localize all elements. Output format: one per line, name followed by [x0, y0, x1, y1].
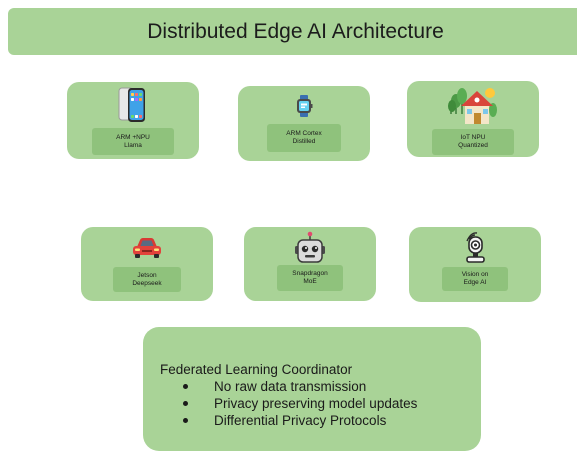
smartphone-icon — [116, 86, 150, 124]
device-label-line1: Jetson — [137, 271, 157, 279]
device-label: Jetson Deepseek — [113, 267, 181, 292]
device-label: ARM Cortex Distilled — [267, 124, 341, 152]
device-card-smartwatch: ARM Cortex Distilled — [238, 86, 370, 161]
diagram-title: Distributed Edge AI Architecture — [147, 19, 444, 43]
coordinator-heading: Federated Learning Coordinator — [160, 362, 353, 377]
device-label-line2: Deepseek — [132, 279, 162, 287]
smartwatch-icon — [295, 95, 313, 117]
coordinator-bullet: No raw data transmission — [180, 378, 481, 395]
device-label: IoT NPU Quantized — [432, 129, 514, 155]
federated-learning-coordinator: Federated Learning Coordinator No raw da… — [143, 327, 481, 451]
robot-icon — [294, 231, 326, 265]
title-banner: Distributed Edge AI Architecture — [8, 8, 577, 55]
device-card-car: Jetson Deepseek — [81, 227, 213, 301]
device-card-robot: Snapdragon MoE — [244, 227, 376, 301]
device-label-line2: Llama — [124, 141, 142, 149]
car-icon — [131, 237, 163, 259]
device-label-line1: ARM +NPU — [116, 133, 150, 141]
device-label-line1: ARM Cortex — [286, 130, 322, 137]
device-label: ARM +NPU Llama — [92, 128, 174, 155]
coordinator-bullet-list: No raw data transmission Privacy preserv… — [160, 378, 481, 429]
device-label-line1: Snapdragon — [292, 270, 328, 277]
device-label-line1: IoT NPU — [460, 134, 486, 141]
device-label: Vision on Edge AI — [442, 267, 508, 291]
device-label-line2: Quantized — [458, 142, 488, 149]
smart-home-icon — [448, 84, 498, 126]
device-label-line2: Distilled — [292, 138, 316, 145]
device-card-smart-home: IoT NPU Quantized — [407, 81, 539, 157]
device-label-line2: MoE — [303, 278, 317, 285]
security-camera-icon — [462, 232, 488, 264]
coordinator-bullet: Differential Privacy Protocols — [180, 412, 481, 429]
device-card-smartphone: ARM +NPU Llama — [67, 82, 199, 159]
device-label-line1: Vision on — [461, 271, 489, 278]
device-card-security-camera: Vision on Edge AI — [409, 227, 541, 302]
device-label: Snapdragon MoE — [277, 265, 343, 291]
coordinator-bullet: Privacy preserving model updates — [180, 395, 481, 412]
device-label-line2: Edge AI — [463, 279, 487, 286]
